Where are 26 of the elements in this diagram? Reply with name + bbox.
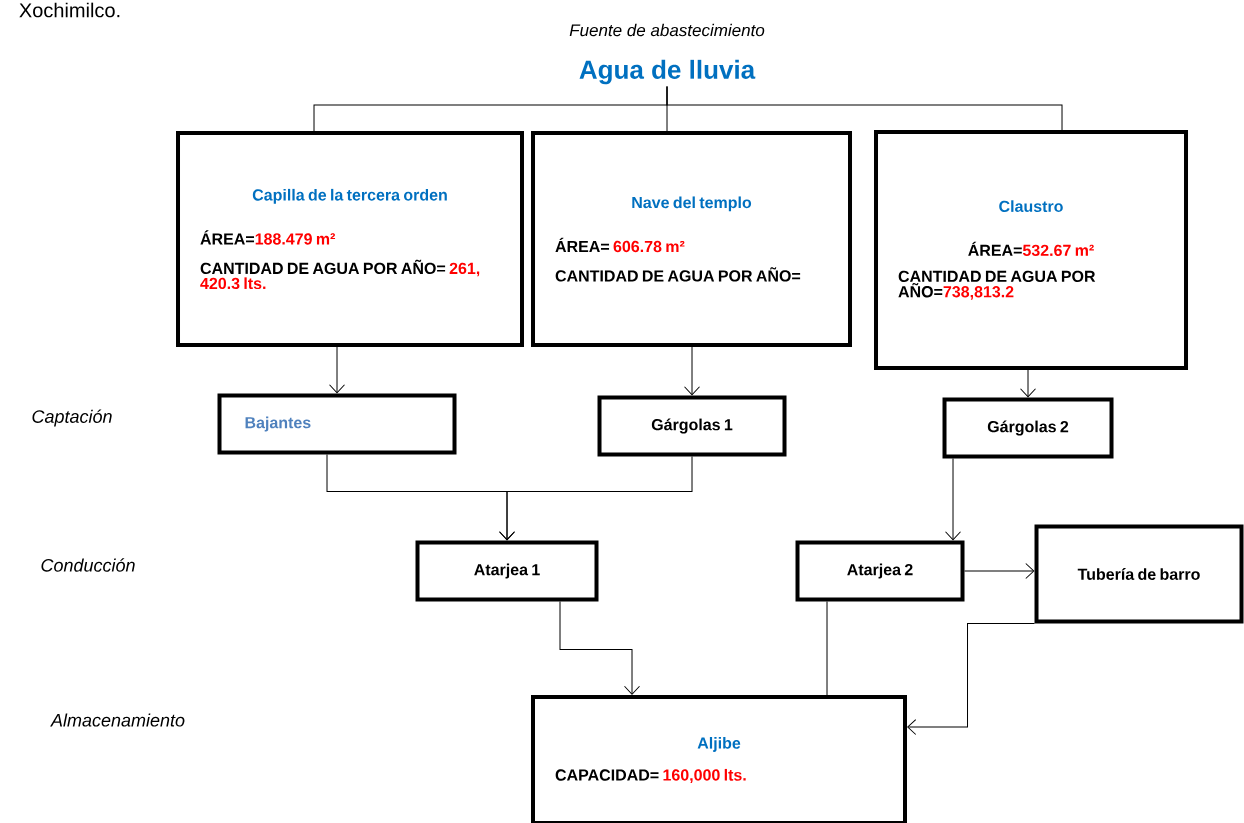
process-box: Bajantes <box>217 393 457 455</box>
arrow <box>499 456 693 541</box>
process-box: Atarjea 1 <box>415 540 599 602</box>
arrow <box>907 623 1035 735</box>
process-box: Gárgolas 1 <box>597 395 787 457</box>
subtitle-text: Fuente de abastecimiento <box>569 23 765 37</box>
process-box: Tubería de barro <box>1034 524 1244 624</box>
process-box: Gárgolas 2 <box>942 397 1114 459</box>
arrow <box>945 458 961 541</box>
stage-label: Almacenamiento <box>50 713 185 727</box>
heading-text: Agua de lluvia <box>579 59 756 85</box>
arrow <box>329 346 345 394</box>
arrow <box>684 346 700 396</box>
caption-text: Xochimilco. <box>19 2 120 18</box>
process-box: Atarjea 2 <box>795 540 965 602</box>
area-box: Capilla de la tercera orden ÁREA=188.479 m² CANTIDAD DE AGUA POR AÑO= 261, 420.3 lts. <box>176 131 524 347</box>
arrow <box>559 601 640 695</box>
tank-box: Aljibe CAPACIDAD= 160,000 lts. <box>531 695 907 823</box>
area-box: Nave del templo ÁREA= 606.78 m² CANTIDAD DE AGUA POR AÑO= <box>531 131 852 347</box>
connector-line <box>826 601 828 696</box>
area-box: Claustro ÁREA=532.67 m² CANTIDAD DE AGUA POR AÑO=738,813.2 <box>874 130 1188 370</box>
arrow <box>1020 369 1036 398</box>
arrow <box>964 563 1035 579</box>
stage-label: Conducción <box>41 558 135 572</box>
connector-line <box>666 85 1063 131</box>
stage-label: Captación <box>32 409 112 427</box>
